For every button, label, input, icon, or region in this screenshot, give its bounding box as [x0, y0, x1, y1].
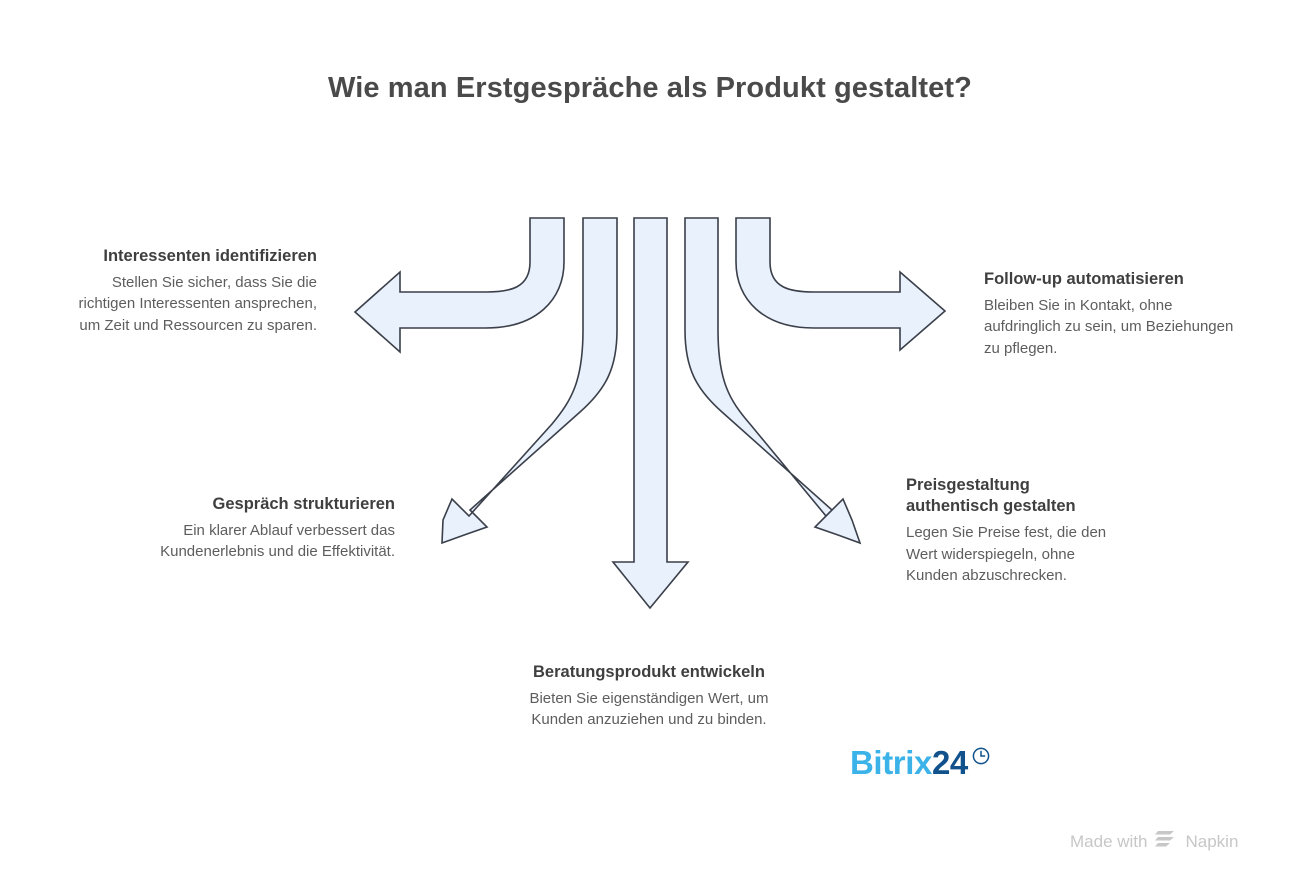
- arrow-path-left: [353, 217, 565, 354]
- node-structure-description: Ein klarer Ablauf verbessert das Kundene…: [160, 522, 395, 561]
- node-identify: Interessenten identifizieren Stellen Sie…: [55, 246, 317, 336]
- bitrix24-logo-word-2: 24: [931, 743, 968, 781]
- arrow-path-down: [611, 217, 690, 610]
- node-identify-title: Interessenten identifizieren: [103, 247, 317, 265]
- node-followup-title: Follow-up automatisieren: [984, 270, 1184, 288]
- node-pricing-description: Legen Sie Preise fest, die den Wert wide…: [906, 524, 1107, 584]
- napkin-attribution: Made with Napkin: [1070, 830, 1238, 853]
- napkin-stripes-icon: [1155, 830, 1177, 853]
- node-pricing-title: Preisgestaltung authentisch gestalten: [906, 476, 1076, 516]
- bitrix24-logo: Bitrix 24: [850, 742, 991, 782]
- arrow-path-right: [735, 217, 947, 352]
- node-pricing: Preisgestaltung authentisch gestalten Le…: [906, 475, 1126, 586]
- node-structure: Gespräch strukturieren Ein klarer Ablauf…: [150, 494, 395, 563]
- node-followup-description: Bleiben Sie in Kontakt, ohne aufdringlic…: [984, 297, 1234, 357]
- clock-icon: [971, 746, 991, 771]
- node-followup: Follow-up automatisieren Bleiben Sie in …: [984, 269, 1236, 359]
- node-structure-title: Gespräch strukturieren: [212, 495, 395, 513]
- napkin-made-with-label: Made with: [1070, 831, 1148, 851]
- page-title: Wie man Erstgespräche als Produkt gestal…: [328, 72, 972, 104]
- node-product: Beratungsprodukt entwickeln Bieten Sie e…: [520, 662, 778, 731]
- node-product-description: Bieten Sie eigenständigen Wert, um Kunde…: [529, 690, 769, 729]
- node-identify-description: Stellen Sie sicher, dass Sie die richtig…: [78, 274, 317, 334]
- napkin-product-name: Napkin: [1185, 831, 1239, 851]
- bitrix24-logo-word-1: Bitrix: [850, 743, 932, 781]
- arrow-path-down-right: [684, 217, 862, 545]
- arrow-path-down-left: [441, 217, 618, 545]
- node-product-title: Beratungsprodukt entwickeln: [533, 663, 765, 681]
